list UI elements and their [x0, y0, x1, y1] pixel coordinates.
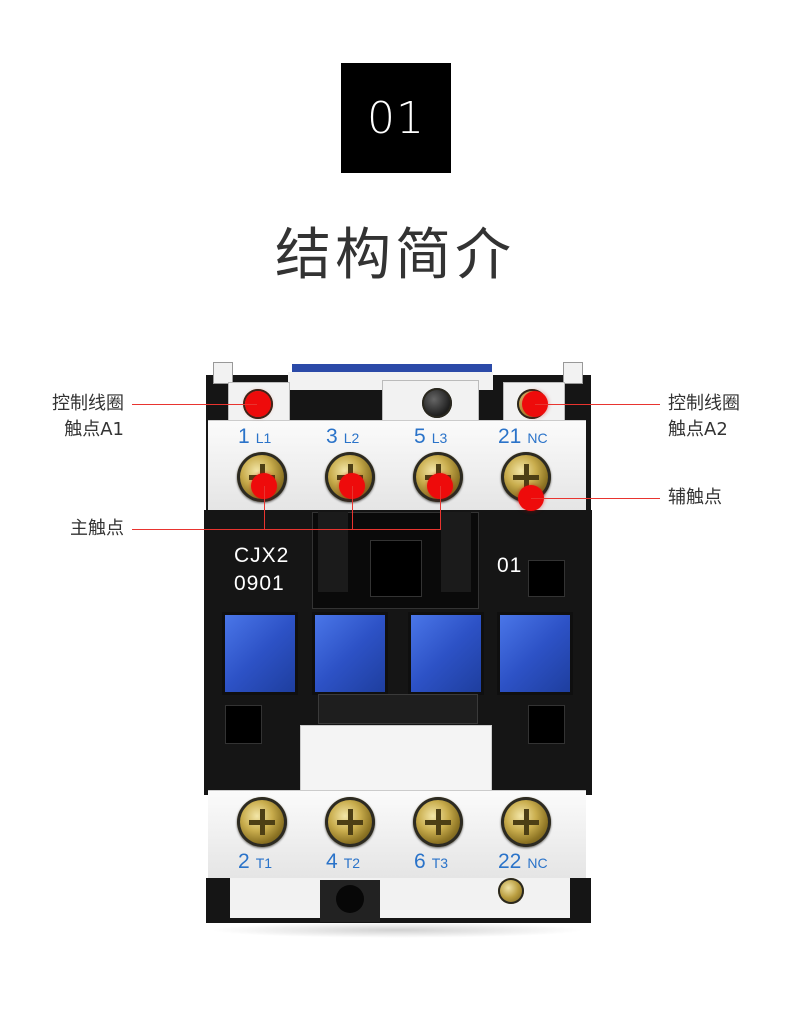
- leader-main-drop-5: [440, 486, 441, 530]
- aux-contact-code: 01: [497, 554, 523, 577]
- blue-window-3: [411, 615, 481, 692]
- leader-aux: [531, 498, 660, 499]
- left-top-clip: [213, 362, 233, 384]
- lower-right-square: [528, 705, 565, 744]
- leader-a1: [132, 404, 257, 405]
- terminal-screw-6: [413, 797, 463, 847]
- top-blue-edge: [292, 364, 492, 374]
- center-square: [370, 540, 422, 597]
- device-shadow: [210, 922, 585, 938]
- base-screw: [498, 878, 524, 904]
- page-title: 结构简介: [275, 223, 515, 288]
- armature-rib-right: [441, 512, 471, 592]
- terminal-screw-4: [325, 797, 375, 847]
- callout-aux-contact: 辅触点: [668, 487, 722, 508]
- leader-main: [132, 529, 441, 530]
- center-top-screw: [422, 388, 452, 418]
- right-top-clip: [563, 362, 583, 384]
- aux-square: [528, 560, 565, 597]
- lower-left-square: [225, 705, 262, 744]
- blue-window-1: [225, 615, 295, 692]
- leader-main-drop-3: [352, 486, 353, 530]
- leader-a2: [535, 404, 660, 405]
- terminal-screw-22: [501, 797, 551, 847]
- callout-main-contact: 主触点: [70, 518, 124, 539]
- blue-window-2: [315, 615, 385, 692]
- callout-coil-a1: 控制线圈 触点A1: [52, 393, 124, 440]
- section-number-badge: 01: [341, 63, 451, 173]
- terminal-screw-2: [237, 797, 287, 847]
- white-nameplate: [300, 725, 492, 792]
- base-hole: [336, 885, 364, 913]
- leader-main-drop-1: [264, 486, 265, 530]
- slider-top: [318, 694, 478, 724]
- callout-coil-a2: 控制线圈 触点A2: [668, 393, 740, 440]
- blue-window-4: [500, 615, 570, 692]
- armature-rib-left: [318, 512, 348, 592]
